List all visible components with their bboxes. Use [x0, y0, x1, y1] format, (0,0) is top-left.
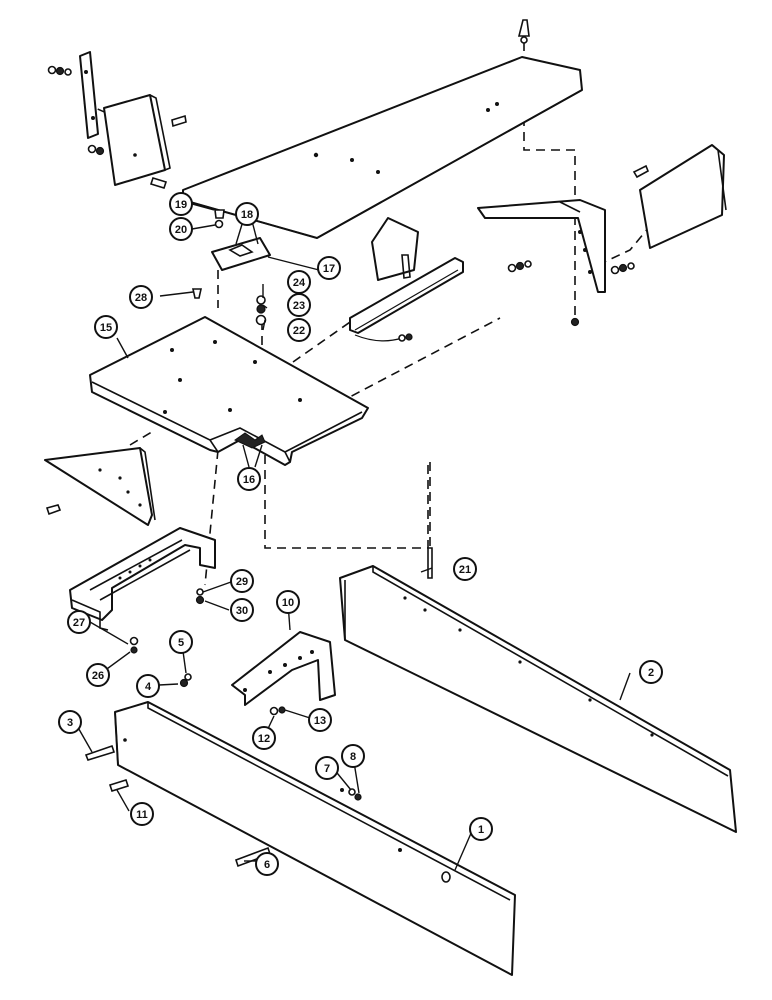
- svg-text:10: 10: [282, 597, 294, 609]
- center-bar: [349, 257, 464, 334]
- bolt-set-upper-left: [47, 65, 187, 189]
- svg-text:19: 19: [175, 199, 187, 211]
- callout-6: 6: [255, 852, 279, 876]
- svg-text:8: 8: [350, 751, 356, 763]
- callout-28: 28: [129, 285, 153, 309]
- svg-text:30: 30: [236, 605, 248, 617]
- svg-text:13: 13: [314, 715, 326, 727]
- callout-16: 16: [237, 467, 261, 491]
- side-rail-2: [339, 547, 737, 833]
- svg-text:12: 12: [258, 733, 270, 745]
- svg-text:16: 16: [243, 474, 255, 486]
- svg-text:24: 24: [293, 277, 306, 289]
- callout-3: 3: [58, 710, 82, 734]
- callout-11: 11: [130, 802, 154, 826]
- svg-text:4: 4: [145, 681, 152, 693]
- bolt-3: [84, 744, 116, 761]
- callout-24: 24: [287, 270, 311, 294]
- bolt-set-right: [507, 164, 650, 327]
- upper-left-bracket-assembly: [47, 51, 187, 189]
- svg-text:28: 28: [135, 292, 147, 304]
- callout-19: 19: [169, 192, 193, 216]
- callout-18: 18: [235, 202, 259, 226]
- vertical-strap-bracket: [79, 51, 99, 139]
- callout-8: 8: [341, 744, 365, 768]
- angle-bracket-right: [477, 199, 606, 293]
- callout-7: 7: [315, 756, 339, 780]
- callout-29: 29: [230, 569, 254, 593]
- callout-30: 30: [230, 598, 254, 622]
- svg-text:5: 5: [178, 637, 184, 649]
- center-plate-and-bar: [349, 217, 464, 342]
- right-cover-plate: [639, 144, 725, 249]
- svg-text:27: 27: [73, 617, 85, 629]
- callout-27: 27: [67, 610, 91, 634]
- svg-text:7: 7: [324, 763, 330, 775]
- svg-text:17: 17: [323, 263, 335, 275]
- callout-26: 26: [86, 663, 110, 687]
- bracket-10: [179, 631, 336, 716]
- side-cover-plate: [103, 94, 166, 186]
- right-side-bracket-assembly: [477, 144, 727, 327]
- svg-text:2: 2: [648, 667, 654, 679]
- bolt-11: [108, 779, 130, 792]
- center-plate: [371, 217, 419, 281]
- callout-10: 10: [276, 590, 300, 614]
- svg-text:20: 20: [175, 224, 187, 236]
- svg-text:21: 21: [459, 564, 471, 576]
- callout-20: 20: [169, 217, 193, 241]
- svg-text:15: 15: [100, 322, 112, 334]
- callout-17: 17: [317, 256, 341, 280]
- svg-text:18: 18: [241, 209, 253, 221]
- svg-text:26: 26: [92, 670, 104, 682]
- callout-5: 5: [169, 630, 193, 654]
- svg-text:3: 3: [67, 717, 73, 729]
- svg-text:11: 11: [136, 809, 148, 821]
- callout-1: 1: [469, 817, 493, 841]
- svg-text:1: 1: [478, 824, 484, 836]
- left-gusset: [44, 447, 156, 526]
- callout-4: 4: [136, 674, 160, 698]
- side-rail-1: [84, 701, 516, 976]
- svg-text:22: 22: [293, 325, 305, 337]
- leader-lines: [75, 203, 631, 871]
- callout-22: 22: [287, 318, 311, 342]
- svg-text:23: 23: [293, 300, 305, 312]
- support-frame: [69, 527, 216, 654]
- callout-23: 23: [287, 293, 311, 317]
- stud-21: [427, 547, 433, 579]
- main-platform-15: [89, 316, 369, 466]
- callout-15: 15: [94, 315, 118, 339]
- svg-text:6: 6: [264, 859, 270, 871]
- callout-13: 13: [308, 708, 332, 732]
- callout-21: 21: [453, 557, 477, 581]
- callout-2: 2: [639, 660, 663, 684]
- callout-12: 12: [252, 726, 276, 750]
- svg-text:29: 29: [236, 576, 248, 588]
- top-bolt: [517, 19, 530, 37]
